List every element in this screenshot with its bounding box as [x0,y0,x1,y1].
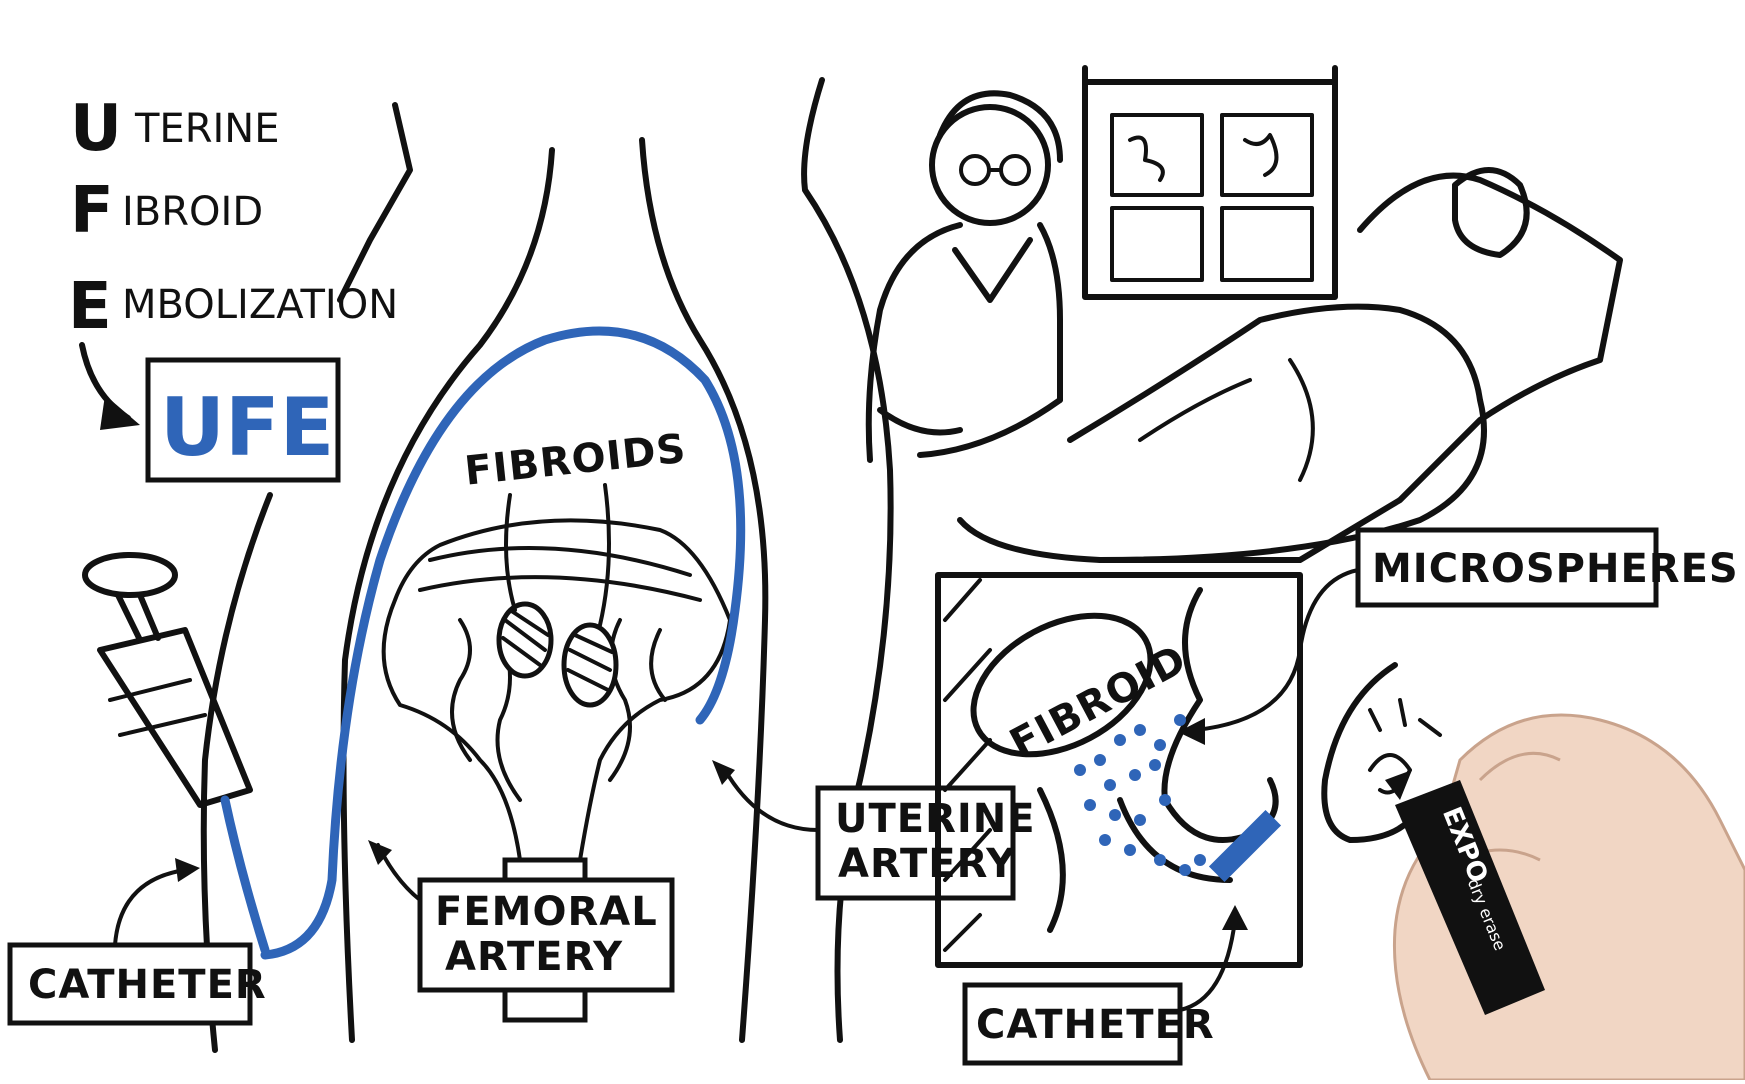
label-femoral-artery-1: FEMORAL [435,889,658,935]
syringe-icon [82,552,270,955]
ufe-acronym: UFE [160,381,334,474]
inset-fibroid [970,612,1154,758]
label-uterine-artery-1: UTERINE [835,796,1036,842]
title-initial-u: U [70,92,122,166]
title-brace [337,102,413,303]
catheter-left-arrow [113,868,187,947]
catheter-right-arrow-head [1222,905,1248,930]
inset-hatch [943,578,992,952]
femoral-artery-box [417,877,675,993]
uterine-arrow-head [712,760,735,785]
label-fibroids: FIBROIDS [462,426,688,495]
fibroid-left [496,601,554,679]
fibroids-leader-left [504,493,517,612]
label-microspheres: MICROSPHERES [1372,546,1739,592]
catheter-right-box [962,982,1183,1066]
microspheres-group: MICROSPHERES [1178,527,1739,745]
inset-frame [935,572,1303,968]
sketch-face-details [1368,698,1442,795]
uterus-outline [381,518,732,862]
marker-icon: EXPO dry erase [1385,770,1545,1015]
inset-catheter [1208,809,1282,883]
sketch-face [1321,662,1413,843]
zoom-inset: FIBROID [935,572,1303,968]
center-body-left-outline [340,147,555,1043]
uterine-artery-arrow [723,768,820,832]
label-catheter-left: CATHETER [28,962,267,1008]
catheter-right-group: CATHETER [962,905,1248,1066]
doctor-icon [865,90,1063,463]
hand-drawing-sketch [1321,662,1442,843]
patient-icon [957,167,1623,563]
catheter-left-box [7,942,253,1026]
label-uterine-artery-2: ARTERY [838,841,1016,887]
title-initial-f: F [70,174,114,248]
microspheres-arrow-head [1178,718,1205,745]
label-fibroid: FIBROID [1003,636,1195,767]
ufe-box [145,357,341,483]
microspheres-box [1355,527,1659,608]
title-block: U TERINE F IBROID E MBOLIZATION UFE [68,92,413,483]
microspheres-leader [1193,568,1360,732]
catheter-path [260,326,746,960]
label-catheter-right: CATHETER [976,1002,1215,1048]
catheter-left-group: CATHETER [7,858,267,1026]
fibroid-left-hatch [501,608,550,667]
catheter-left-arrow-head [175,858,200,882]
title-arrow-head [100,395,140,430]
fibroids-leader-right [598,483,611,627]
fibroid-right [561,622,619,708]
catheter-right-arrow [1178,918,1237,1012]
title-initial-e: E [68,270,112,344]
uterus-inner-line [428,546,692,577]
uterus-inner-line-2 [418,575,702,602]
femoral-arrow-head [368,840,392,865]
monitor-icon [1082,65,1338,300]
label-femoral-artery-2: ARTERY [445,934,623,980]
title-line-uterine: TERINE [134,106,280,152]
title-line-fibroid: IBROID [122,189,263,235]
title-line-embolization: MBOLIZATION [122,282,398,328]
pelvis-panel: FIBROIDS FEMORAL ARTERY UTERINE ARTERY [200,77,1036,1053]
fibroid-right-hatch [566,633,614,692]
microsphere-dots [1074,714,1206,876]
center-body-right-outline [639,137,769,1043]
